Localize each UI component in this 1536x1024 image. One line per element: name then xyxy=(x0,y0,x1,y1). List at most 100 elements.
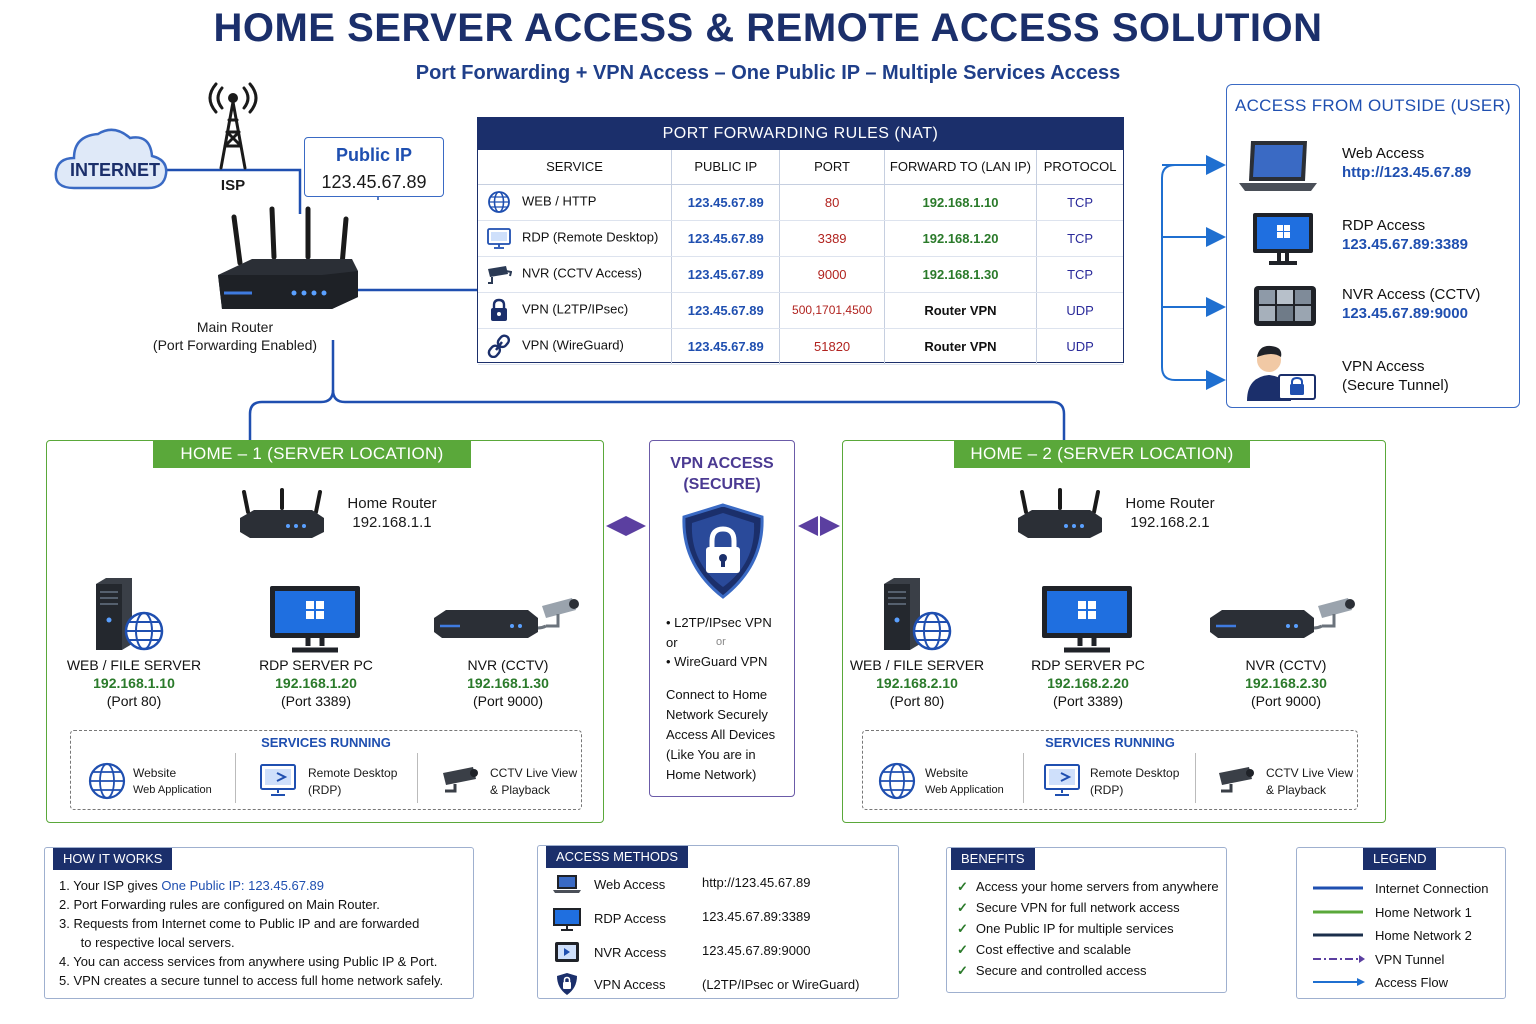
user-vpn-icon xyxy=(1247,345,1316,401)
home2-device-server: WEB / FILE SERVER 192.168.2.10 (Port 80) xyxy=(837,656,997,710)
service-detail: (RDP) xyxy=(308,783,342,797)
main-router-label: Main Router (Port Forwarding Enabled) xyxy=(130,318,340,354)
vpn-desc-line: (Like You are in xyxy=(666,747,756,762)
check-icon: ✓ xyxy=(957,963,968,978)
check-icon: ✓ xyxy=(957,900,968,915)
page-title: HOME SERVER ACCESS & REMOTE ACCESS SOLUT… xyxy=(213,6,1323,50)
server-globe-icon xyxy=(884,578,952,651)
home1-device-rdp: RDP SERVER PC 192.168.1.20 (Port 3389) xyxy=(236,656,396,710)
pf-port: 500,1701,4500 xyxy=(779,292,885,329)
service-name: Remote Desktop xyxy=(1090,766,1180,780)
pf-service-cell: VPN (WireGuard) xyxy=(478,328,673,365)
device-name: WEB / FILE SERVER xyxy=(849,657,985,673)
device-port: (Port 9000) xyxy=(1250,693,1322,709)
benefit-text: Access your home servers from anywhere xyxy=(975,879,1219,894)
access-methods-title: ACCESS METHODS xyxy=(546,846,689,868)
service-name: Website xyxy=(925,766,969,780)
device-port: (Port 80) xyxy=(106,693,162,709)
outside-item-name: NVR Access (CCTV) xyxy=(1342,286,1481,303)
service-cctv: CCTV Live View& Playback xyxy=(490,765,577,799)
vpn-option-l2tp: • L2TP/IPsec VPN xyxy=(666,615,772,630)
legend-label: Home Network 1 xyxy=(1375,905,1472,920)
pf-public-ip: 123.45.67.89 xyxy=(671,220,781,257)
benefits-panel: BENEFITS ✓Access your home servers from … xyxy=(946,847,1227,993)
internet-label: INTERNET xyxy=(70,160,160,180)
how-line-highlight: One Public IP: 123.45.67.89 xyxy=(161,878,325,893)
link-icon xyxy=(487,334,511,358)
pf-header-port: PORT xyxy=(779,150,885,185)
device-ip: 192.168.2.30 xyxy=(1245,675,1327,691)
cctv-camera-icon xyxy=(488,266,512,284)
main-router-icon xyxy=(218,206,358,309)
device-ip: 192.168.2.10 xyxy=(876,675,958,691)
how-it-works-title: HOW IT WORKS xyxy=(53,848,173,870)
pf-service-name: VPN (WireGuard) xyxy=(522,337,624,353)
outside-item-nvr: NVR Access (CCTV) 123.45.67.89:9000 xyxy=(1342,285,1480,323)
home2-title: HOME – 2 (SERVER LOCATION) xyxy=(954,440,1250,468)
method-value: 123.45.67.89:3389 xyxy=(702,909,811,924)
pf-public-ip: 123.45.67.89 xyxy=(671,328,781,365)
port-forwarding-table: PORT FORWARDING RULES (NAT) SERVICE PUBL… xyxy=(477,117,1124,365)
table-row: NVR (CCTV Access) 123.45.67.89 9000 192.… xyxy=(478,256,1123,293)
outside-item-rdp: RDP Access 123.45.67.89:3389 xyxy=(1342,216,1468,254)
globe-icon xyxy=(878,762,916,800)
cell-tower-icon xyxy=(208,82,258,170)
monitor-icon xyxy=(553,908,581,931)
services-title: SERVICES RUNNING xyxy=(261,735,391,750)
device-name: RDP SERVER PC xyxy=(1031,657,1145,673)
pf-port: 9000 xyxy=(779,256,885,293)
benefit-text: Cost effective and scalable xyxy=(975,942,1132,957)
home1-router-name: Home Router xyxy=(347,495,437,512)
outside-access-title: ACCESS FROM OUTSIDE (USER) xyxy=(1234,96,1512,115)
how-line: 1. Your ISP gives One Public IP: 123.45.… xyxy=(59,876,324,895)
home1-router-label: Home Router 192.168.1.1 xyxy=(330,494,454,532)
pf-port: 51820 xyxy=(779,328,885,365)
pf-public-ip: 123.45.67.89 xyxy=(671,184,781,221)
device-ip: 192.168.1.30 xyxy=(467,675,549,691)
vpn-access-panel: VPN ACCESS(SECURE) • L2TP/IPsec VPN or o… xyxy=(649,440,795,797)
benefit-text: One Public IP for multiple services xyxy=(975,921,1174,936)
outside-access-flow xyxy=(1161,164,1226,390)
desktop-pc-icon xyxy=(1042,586,1132,653)
pf-public-ip: 123.45.67.89 xyxy=(671,256,781,293)
pf-service-cell: VPN (L2TP/IPsec) xyxy=(478,292,673,329)
vpn-desc-line: Home Network) xyxy=(666,767,757,782)
service-detail: Web Application xyxy=(133,784,212,796)
method-name: VPN Access xyxy=(594,977,666,992)
outside-item-name: VPN Access xyxy=(1342,358,1425,375)
public-ip-value: 123.45.67.89 xyxy=(321,172,427,192)
pf-public-ip: 123.45.67.89 xyxy=(671,292,781,329)
outside-item-name: Web Access xyxy=(1342,145,1425,162)
how-line-text: 1. Your ISP gives xyxy=(59,878,162,893)
pf-protocol: TCP xyxy=(1036,256,1123,293)
home1-router-ip: 192.168.1.1 xyxy=(352,514,432,531)
cctv-camera-icon xyxy=(1219,767,1254,793)
legend-label: Home Network 2 xyxy=(1375,928,1472,943)
pf-header-public-ip: PUBLIC IP xyxy=(671,150,781,185)
pf-protocol: TCP xyxy=(1036,184,1123,221)
device-port: (Port 3389) xyxy=(1052,693,1124,709)
pf-port: 3389 xyxy=(779,220,885,257)
services-title: SERVICES RUNNING xyxy=(1045,735,1175,750)
pf-forward: Router VPN xyxy=(884,292,1038,329)
home2-router-name: Home Router xyxy=(1125,495,1215,512)
outside-item-detail: http://123.45.67.89 xyxy=(1342,164,1472,181)
pf-forward: Router VPN xyxy=(884,328,1038,365)
device-name: NVR (CCTV) xyxy=(1245,657,1327,673)
page-subtitle: Port Forwarding + VPN Access – One Publi… xyxy=(415,62,1121,84)
main-router-note: (Port Forwarding Enabled) xyxy=(152,337,318,353)
service-remote-desktop: Remote Desktop(RDP) xyxy=(308,765,397,799)
home2-device-rdp: RDP SERVER PC 192.168.2.20 (Port 3389) xyxy=(1008,656,1168,710)
method-name: Web Access xyxy=(594,877,666,892)
pf-service-name: NVR (CCTV Access) xyxy=(522,265,642,281)
service-detail: & Playback xyxy=(490,783,551,797)
vpn-or-faint: or xyxy=(716,636,726,648)
benefit-text: Secure and controlled access xyxy=(975,963,1147,978)
desktop-pc-icon xyxy=(270,586,360,653)
remote-desktop-icon xyxy=(260,764,296,796)
device-ip: 192.168.1.20 xyxy=(275,675,357,691)
how-line: to respective local servers. xyxy=(59,935,235,950)
pf-protocol: TCP xyxy=(1036,220,1123,257)
pf-service-name: WEB / HTTP xyxy=(522,193,597,209)
tablet-cctv-icon xyxy=(555,942,579,962)
